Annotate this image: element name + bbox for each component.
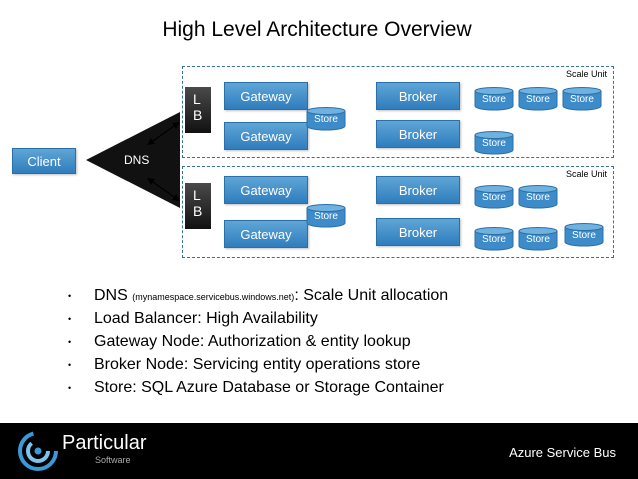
footer-bar: Particular Software Azure Service Bus bbox=[0, 423, 638, 479]
scale-unit-1 bbox=[182, 66, 614, 158]
broker-1a: Broker bbox=[376, 82, 460, 110]
slide-title: High Level Architecture Overview bbox=[0, 18, 638, 42]
database-icon bbox=[306, 204, 346, 228]
bullet-dot: • bbox=[68, 360, 72, 370]
lb2-l: L bbox=[193, 187, 201, 203]
database-icon bbox=[474, 87, 514, 111]
store-label: Store bbox=[482, 234, 506, 245]
store-label: Store bbox=[482, 192, 506, 203]
database-icon bbox=[474, 131, 514, 155]
store-label: Store bbox=[572, 230, 596, 241]
store-label: Store bbox=[482, 138, 506, 149]
dns-lb2-arrow bbox=[147, 177, 180, 202]
bullet-load-balancer: • Load Balancer: High Availability bbox=[68, 310, 448, 332]
bullet-gateway: • Gateway Node: Authorization & entity l… bbox=[68, 333, 448, 355]
gateway-1b: Gateway bbox=[224, 122, 308, 150]
database-icon bbox=[306, 107, 346, 131]
brand-subtitle: Software bbox=[95, 455, 131, 465]
store-label: Store bbox=[314, 211, 338, 222]
scale-unit-2 bbox=[182, 166, 614, 258]
bullet-small: (mynamespace.servicebus.windows.net) bbox=[132, 292, 295, 302]
slide-title-text: High Level Architecture Overview bbox=[162, 18, 472, 41]
bullet-dot: • bbox=[68, 383, 72, 393]
broker-2a: Broker bbox=[376, 176, 460, 204]
diagram-connectors bbox=[86, 112, 180, 208]
store-2a: Store bbox=[474, 185, 514, 209]
bullet-list: • DNS (mynamespace.servicebus.windows.ne… bbox=[68, 287, 448, 402]
database-icon bbox=[474, 185, 514, 209]
dns-label: DNS bbox=[124, 153, 150, 167]
database-icon bbox=[518, 87, 558, 111]
bullet-lead: Gateway Node: Authorization & entity loo… bbox=[94, 333, 411, 350]
bullet-dns: • DNS (mynamespace.servicebus.windows.ne… bbox=[68, 287, 448, 309]
broker-2b: Broker bbox=[376, 218, 460, 246]
broker-1b: Broker bbox=[376, 120, 460, 148]
gateway-2a: Gateway bbox=[224, 176, 308, 204]
bullet-dot: • bbox=[68, 337, 72, 347]
dns-lb1-arrow bbox=[147, 121, 180, 146]
bullet-lead: DNS bbox=[94, 287, 133, 304]
bullet-rest: : Scale Unit allocation bbox=[294, 287, 449, 304]
lb1-b: B bbox=[193, 107, 203, 123]
bullet-lead: Load Balancer: High Availability bbox=[94, 310, 318, 327]
store-1b: Store bbox=[518, 87, 558, 111]
bullet-store: • Store: SQL Azure Database or Storage C… bbox=[68, 379, 448, 401]
store-2b: Store bbox=[518, 185, 558, 209]
store-2d: Store bbox=[518, 227, 558, 251]
client-label: Client bbox=[27, 153, 61, 169]
lb1-l: L bbox=[193, 91, 201, 107]
store-label: Store bbox=[482, 94, 506, 105]
store-label: Store bbox=[526, 192, 550, 203]
database-icon bbox=[518, 227, 558, 251]
brand-name: Particular bbox=[62, 432, 147, 454]
database-icon bbox=[518, 185, 558, 209]
scale-unit-2-label: Scale Unit bbox=[566, 169, 608, 179]
store-label: Store bbox=[526, 94, 550, 105]
database-icon bbox=[474, 227, 514, 251]
gateway-2b: Gateway bbox=[224, 220, 308, 248]
bullet-dot: • bbox=[68, 314, 72, 324]
store-1c: Store bbox=[562, 87, 602, 111]
store-label: Store bbox=[526, 234, 550, 245]
gateway-store-2: Store bbox=[306, 204, 346, 228]
lb2-b: B bbox=[193, 203, 203, 219]
database-icon bbox=[562, 87, 602, 111]
store-2e: Store bbox=[564, 223, 604, 247]
bullet-broker: • Broker Node: Servicing entity operatio… bbox=[68, 356, 448, 378]
store-1a: Store bbox=[474, 87, 514, 111]
gateway-1a: Gateway bbox=[224, 82, 308, 110]
store-2c: Store bbox=[474, 227, 514, 251]
bullet-lead: Broker Node: Servicing entity operations… bbox=[94, 356, 421, 373]
store-label: Store bbox=[570, 94, 594, 105]
store-label: Store bbox=[314, 114, 338, 125]
database-icon bbox=[564, 223, 604, 247]
footer-title: Azure Service Bus bbox=[509, 445, 616, 460]
bullet-dot: • bbox=[68, 291, 72, 301]
bullet-lead: Store: SQL Azure Database or Storage Con… bbox=[94, 379, 444, 396]
particular-logo-icon bbox=[18, 431, 58, 471]
gateway-store-1: Store bbox=[306, 107, 346, 131]
client-box: Client bbox=[12, 148, 76, 174]
scale-unit-1-label: Scale Unit bbox=[566, 69, 608, 79]
store-1d: Store bbox=[474, 131, 514, 155]
